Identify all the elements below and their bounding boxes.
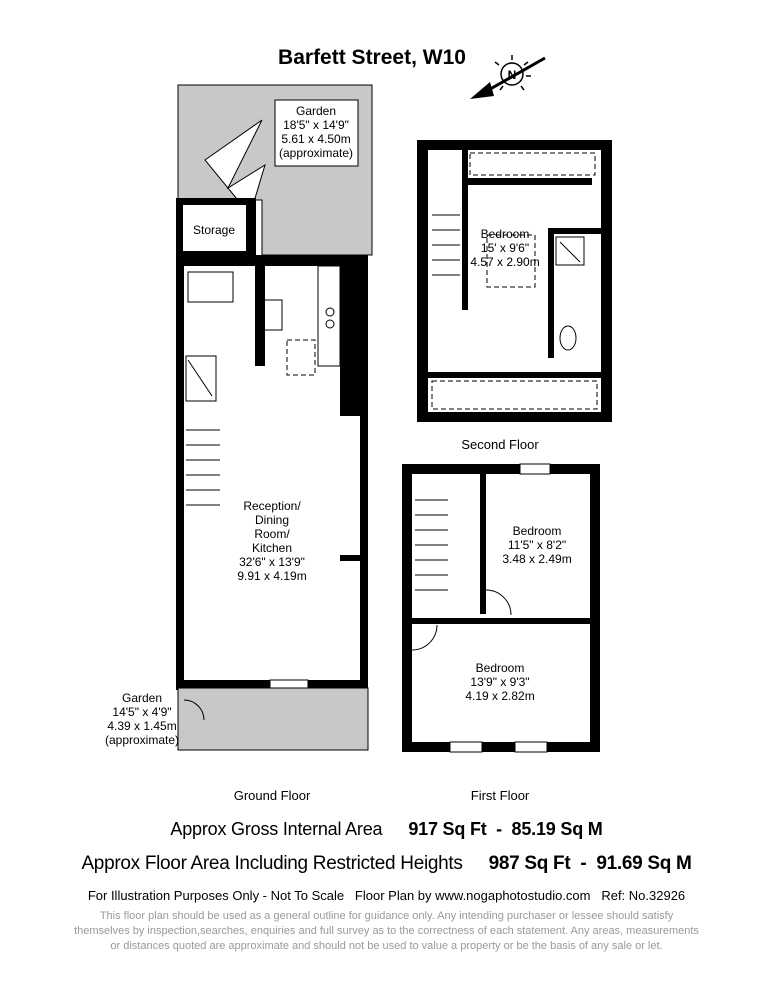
bedroom-imperial: 13'9" x 9'3" [470,675,529,689]
gross-area-value: 917 Sq Ft - 85.19 Sq M [408,819,603,839]
first-floor-plan: Bedroom 11'5" x 8'2" 3.48 x 2.49m Bedroo… [402,463,600,803]
bedroom-imperial: 15' x 9'6" [481,241,529,255]
first-floor-label: First Floor [471,788,530,803]
ground-floor-plan: Garden 18'5" x 14'9" 5.61 x 4.50m (appro… [105,84,373,803]
illustration-note: For Illustration Purposes Only - Not To … [87,888,686,903]
disclaimer-line: themselves by inspection,searches, enqui… [74,925,699,937]
reception-metric: 9.91 x 4.19m [237,569,306,583]
restricted-area-value: 987 Sq Ft - 91.69 Sq M [488,853,692,874]
second-floor-plan: Bedroom 15' x 9'6" 4.57 x 2.90m Second F… [417,140,612,452]
reception-label: Reception/ [243,499,301,513]
restricted-area-label: Approx Floor Area Including Restricted H… [81,853,463,874]
bedroom-metric: 3.48 x 2.49m [502,552,571,566]
gross-area-line: Approx Gross Internal Area 917 Sq Ft - 85… [0,819,773,840]
reception-label: Dining [255,513,289,527]
rear-garden-imperial: 18'5" x 14'9" [283,118,349,132]
floor-plan: Barfett Street, W10 N Garden 18'5" x 14'… [105,46,612,803]
bedroom-metric: 4.57 x 2.90m [470,255,539,269]
bedroom-name: Bedroom [513,524,562,538]
front-garden-name: Garden [122,691,162,705]
reception-label: Room/ [254,527,290,541]
disclaimer-line: This floor plan should be used as a gene… [99,910,674,922]
rear-garden-metric: 5.61 x 4.50m [281,132,350,146]
ground-floor-label: Ground Floor [234,788,311,803]
front-garden-metric: 4.39 x 1.45m [107,719,176,733]
front-garden-area [177,687,369,751]
storage-label: Storage [193,223,235,237]
gross-area-label: Approx Gross Internal Area [170,819,383,839]
reception-imperial: 32'6" x 13'9" [239,555,305,569]
second-floor-label: Second Floor [461,437,539,452]
plan-title: Barfett Street, W10 [278,46,466,69]
bedroom-imperial: 11'5" x 8'2" [508,538,566,552]
reception-label: Kitchen [252,541,292,555]
bedroom-metric: 4.19 x 2.82m [465,689,534,703]
front-garden-note: (approximate) [105,733,179,747]
rear-garden-name: Garden [296,104,336,118]
bedroom-name: Bedroom [481,227,530,241]
compass-label: N [508,68,517,82]
compass-north-icon: N [470,55,546,99]
front-garden-imperial: 14'5" x 4'9" [112,705,171,719]
restricted-area-line: Approx Floor Area Including Restricted H… [0,853,773,875]
disclaimer-line: or distances quoted are approximate and … [110,940,663,952]
rear-garden-note: (approximate) [279,146,353,160]
disclaimer: This floor plan should be used as a gene… [0,909,773,954]
bedroom-name: Bedroom [476,661,525,675]
